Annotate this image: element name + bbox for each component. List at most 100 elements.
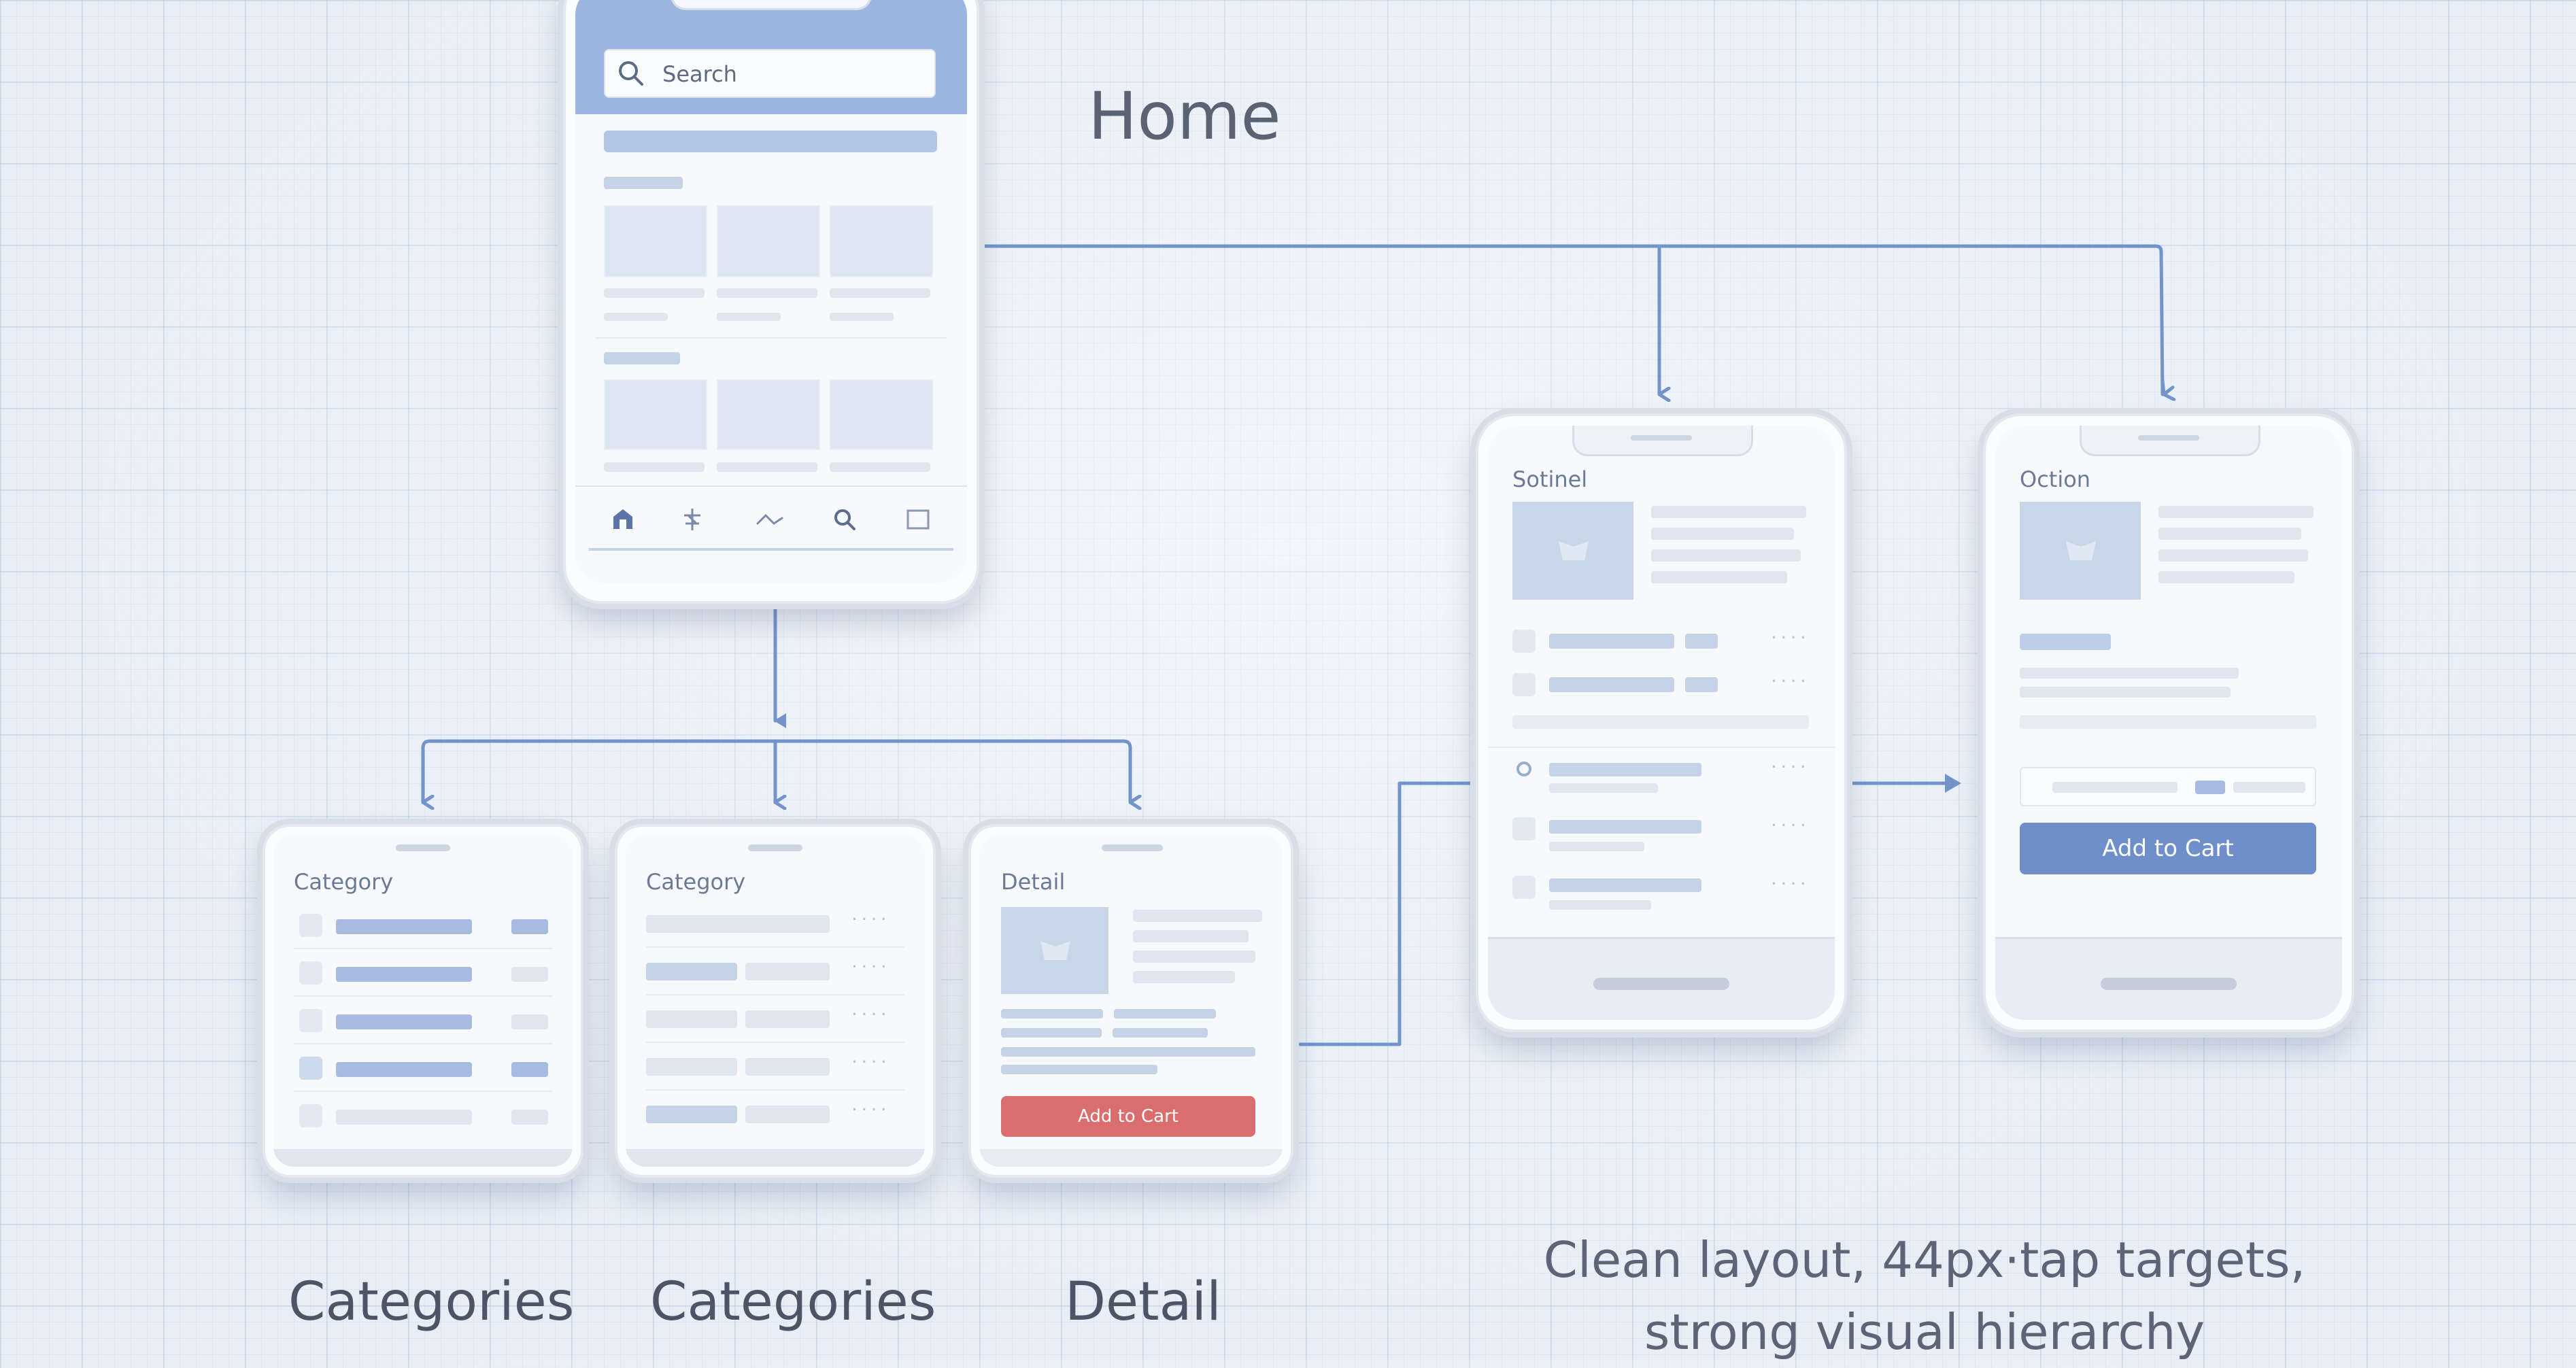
bottom-bar <box>273 1149 573 1167</box>
category-screen-2: Category ···· ···· ···· ···· ···· <box>626 835 925 1167</box>
bottom-bar <box>979 1149 1283 1167</box>
row-label <box>745 1106 830 1123</box>
row-more-icon[interactable]: ···· <box>850 959 889 976</box>
row-label <box>646 915 830 933</box>
category-title: Category <box>294 869 394 895</box>
divider <box>646 1042 904 1043</box>
categories-label-2: Categories <box>650 1271 936 1333</box>
home-icon[interactable] <box>609 506 637 533</box>
divider <box>294 995 552 997</box>
product-tile[interactable] <box>717 205 820 277</box>
row-more-icon[interactable]: ···· <box>1769 630 1808 647</box>
row-more-icon[interactable]: ···· <box>1769 759 1808 776</box>
search-icon <box>619 61 643 86</box>
image-placeholder-icon <box>2066 541 2096 560</box>
tile-caption <box>717 462 817 472</box>
add-to-cart-button[interactable]: Add to Cart <box>1001 1096 1255 1137</box>
option-chip[interactable] <box>2195 781 2225 794</box>
row-chip[interactable] <box>511 919 548 934</box>
row-label <box>1549 677 1674 692</box>
tile-caption <box>604 288 705 298</box>
oction-phone[interactable]: Oction Add to Cart <box>1983 413 2354 1032</box>
row-chip[interactable] <box>1685 634 1718 649</box>
detail-line <box>1651 506 1806 518</box>
row-more-icon[interactable]: ···· <box>850 1006 889 1023</box>
row-more-icon[interactable]: ···· <box>1769 876 1808 893</box>
row-chip[interactable] <box>1685 677 1718 692</box>
row-icon <box>1512 876 1536 899</box>
add-to-cart-button[interactable]: Add to Cart <box>2020 823 2316 874</box>
row-chip[interactable] <box>511 1110 548 1125</box>
tile-price <box>604 313 668 321</box>
top-speaker <box>396 844 450 851</box>
section-label-1 <box>604 177 683 189</box>
product-image <box>2020 502 2141 600</box>
option-selector[interactable] <box>2020 767 2316 806</box>
design-note: Clean layout, 44px·tap targets, strong v… <box>1496 1224 2353 1368</box>
product-tile[interactable] <box>717 379 820 450</box>
row-label <box>336 1110 472 1125</box>
row-more-icon[interactable]: ···· <box>850 1101 889 1118</box>
detail-line <box>1133 930 1249 942</box>
detail-line <box>1651 549 1801 562</box>
product-tile[interactable] <box>604 205 707 277</box>
category-screen-1: Category <box>273 835 573 1167</box>
detail-line <box>2158 506 2314 518</box>
section-band <box>1512 715 1809 729</box>
detail-line <box>1113 1028 1208 1038</box>
row-label <box>745 963 830 980</box>
network-icon[interactable] <box>679 506 706 533</box>
categories-label-1: Categories <box>288 1271 575 1333</box>
square-icon[interactable] <box>904 506 932 533</box>
row-icon <box>1512 673 1536 696</box>
section-band <box>2020 715 2316 729</box>
tile-caption <box>830 288 930 298</box>
row-more-icon[interactable]: ···· <box>1769 673 1808 690</box>
divider <box>294 948 552 949</box>
image-placeholder-icon <box>1040 941 1070 960</box>
home-label: Home <box>1088 78 1281 154</box>
row-chip[interactable] <box>511 967 548 982</box>
sotinel-title: Sotinel <box>1512 466 1588 492</box>
sotinel-phone[interactable]: Sotinel ···· ···· ···· ···· ·· <box>1476 413 1847 1032</box>
row-label <box>1549 820 1701 834</box>
home-phone[interactable]: Search <box>563 0 979 604</box>
detail-line <box>1001 1065 1157 1074</box>
section-label-2 <box>604 352 680 364</box>
category-phone-1[interactable]: Category <box>262 824 583 1178</box>
category-phone-2[interactable]: Category ···· ···· ···· ···· ···· <box>615 824 936 1178</box>
home-banner <box>604 131 937 152</box>
row-label <box>646 1106 737 1123</box>
product-tile[interactable] <box>830 379 933 450</box>
detail-phone[interactable]: Detail Add to Cart <box>968 824 1293 1178</box>
row-icon <box>299 961 322 985</box>
search-input[interactable]: Search <box>662 61 737 87</box>
row-more-icon[interactable]: ···· <box>850 911 889 928</box>
trend-icon[interactable] <box>755 506 785 533</box>
row-chip[interactable] <box>511 1062 548 1077</box>
row-label <box>745 1010 830 1028</box>
tile-price <box>717 313 781 321</box>
row-more-icon[interactable]: ···· <box>850 1054 889 1071</box>
row-label <box>336 1062 472 1077</box>
search-bar[interactable]: Search <box>604 49 936 98</box>
product-tile[interactable] <box>830 205 933 277</box>
tab-bar-divider <box>575 485 967 487</box>
product-tile[interactable] <box>604 379 707 450</box>
oction-title: Oction <box>2020 466 2091 492</box>
option-label <box>2052 782 2177 793</box>
design-note-line-2: strong visual hierarchy <box>1644 1303 2205 1361</box>
detail-screen: Detail Add to Cart <box>979 835 1283 1167</box>
detail-line <box>1001 1009 1103 1019</box>
row-chip[interactable] <box>511 1014 548 1029</box>
product-image <box>1001 907 1108 994</box>
detail-line <box>1133 910 1262 922</box>
product-image <box>1512 502 1633 600</box>
search-icon[interactable] <box>831 506 858 533</box>
home-notch <box>671 0 872 10</box>
category-title: Category <box>646 869 746 895</box>
divider <box>596 337 947 339</box>
row-more-icon[interactable]: ···· <box>1769 817 1808 834</box>
detail-line <box>1133 951 1255 963</box>
row-label <box>646 1058 737 1076</box>
